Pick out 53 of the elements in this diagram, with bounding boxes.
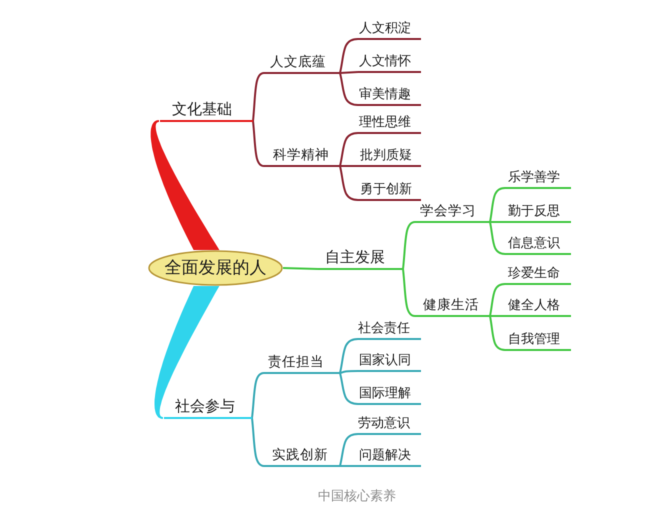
connector-line <box>489 187 506 222</box>
topic-label: 审美情趣 <box>358 86 421 106</box>
connector-line <box>340 465 358 467</box>
central-ellipse: 全面发展的人 <box>148 250 283 286</box>
topic-label: 劳动意识 <box>358 415 421 435</box>
topic-label: 科学精神 <box>264 146 340 167</box>
topic-label: 文化基础 <box>160 100 253 122</box>
connector-line <box>339 433 358 466</box>
topic-label: 学会学习 <box>415 202 490 223</box>
connector-line <box>340 71 358 74</box>
connector-line <box>489 222 506 255</box>
connector-line <box>282 267 318 270</box>
topic-label: 自我管理 <box>505 331 571 351</box>
topic-label: 勤于反思 <box>505 203 571 223</box>
topic-label: 乐学善学 <box>505 169 571 189</box>
connector-line <box>340 165 358 167</box>
topic-label: 人文情怀 <box>358 53 421 73</box>
topic-label: 实践创新 <box>264 446 340 467</box>
connector-line <box>339 72 358 106</box>
topic-label: 健全人格 <box>505 297 571 317</box>
connector-line <box>251 418 264 467</box>
topic-label: 社会参与 <box>164 397 252 419</box>
topic-label: 人文积淀 <box>358 20 421 40</box>
topic-label: 理性思维 <box>358 114 421 134</box>
connector-line <box>490 315 505 317</box>
branch-trunk <box>154 286 220 419</box>
connector-line <box>489 283 506 316</box>
connector-line <box>339 38 358 74</box>
connector-line <box>489 316 506 351</box>
connector-line <box>340 370 358 374</box>
topic-label: 勇于创新 <box>358 181 421 201</box>
connector-line <box>339 132 358 166</box>
topic-label: 珍爱生命 <box>505 265 571 285</box>
connector-line <box>339 338 358 374</box>
topic-label: 批判质疑 <box>358 147 421 167</box>
topic-label: 社会责任 <box>358 320 421 340</box>
connector-line <box>402 268 416 317</box>
topic-label: 问题解决 <box>358 447 421 467</box>
branch-trunk <box>150 120 220 250</box>
connector-line <box>252 120 264 167</box>
topic-label: 人文底蕴 <box>264 53 340 74</box>
connector-line <box>252 72 264 122</box>
topic-label: 国际理解 <box>358 385 421 405</box>
topic-label: 自主发展 <box>318 248 403 270</box>
topic-label: 健康生活 <box>415 296 490 317</box>
connector-line <box>251 372 264 418</box>
topic-label: 国家认同 <box>358 352 421 372</box>
connector-line <box>402 221 416 270</box>
topic-label: 信息意识 <box>505 235 571 255</box>
connector-line <box>339 166 358 201</box>
connector-line <box>490 221 505 223</box>
caption: 中国核心素养 <box>318 489 396 505</box>
topic-label: 责任担当 <box>264 353 340 374</box>
